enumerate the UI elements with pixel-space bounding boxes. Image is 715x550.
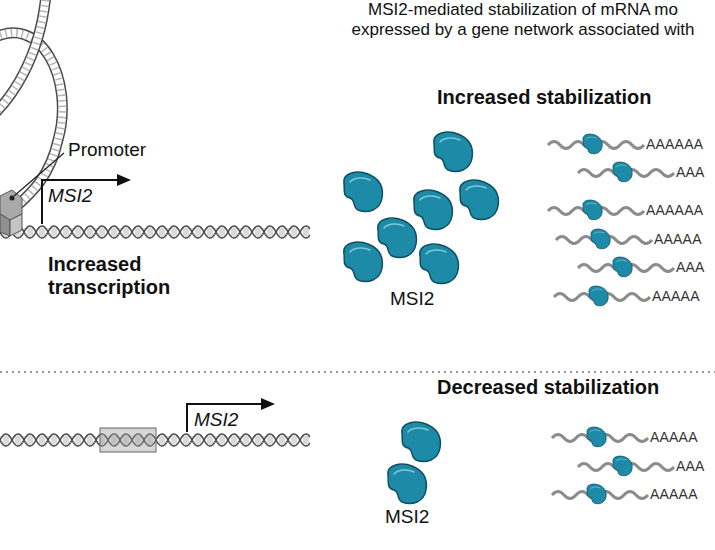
transcription-arrow: [42, 174, 131, 224]
promoter-region: [100, 428, 156, 452]
polya-tail: AAA: [676, 164, 705, 180]
polya-tail: AAAAA: [654, 231, 702, 247]
polya-tail: AAA: [676, 458, 705, 474]
divider: [0, 371, 715, 373]
process-heading: Increased stabilization: [437, 86, 652, 109]
polya-tail: AAAAAA: [646, 202, 703, 218]
msi2-proteins: [388, 422, 441, 503]
mrna-strands: [548, 134, 674, 306]
msi2-proteins: [344, 132, 499, 283]
protein-label: MSI2: [385, 506, 429, 528]
promoter-complex: [0, 190, 22, 236]
polya-tail: AAAAA: [650, 486, 698, 502]
transcription-arrow: [187, 398, 275, 432]
dna-helix: [0, 224, 310, 240]
process-heading: Decreased stabilization: [437, 376, 659, 399]
polya-tail: AAAAAA: [646, 136, 703, 152]
part-label: Promoter: [68, 139, 146, 161]
process-heading: Increased transcription: [48, 253, 198, 299]
polya-tail: AAAAA: [652, 288, 700, 304]
polya-tail: AAAAA: [650, 429, 698, 445]
gene-label: MSI2: [48, 185, 92, 207]
leader-dot: [10, 196, 15, 201]
gene-label: MSI2: [194, 409, 238, 431]
polya-tail: AAA: [676, 259, 705, 275]
protein-label: MSI2: [390, 288, 434, 310]
dna-loop: [0, 0, 62, 216]
figure-title: MSI2-mediated stabilization of mRNA mo e…: [335, 0, 711, 39]
